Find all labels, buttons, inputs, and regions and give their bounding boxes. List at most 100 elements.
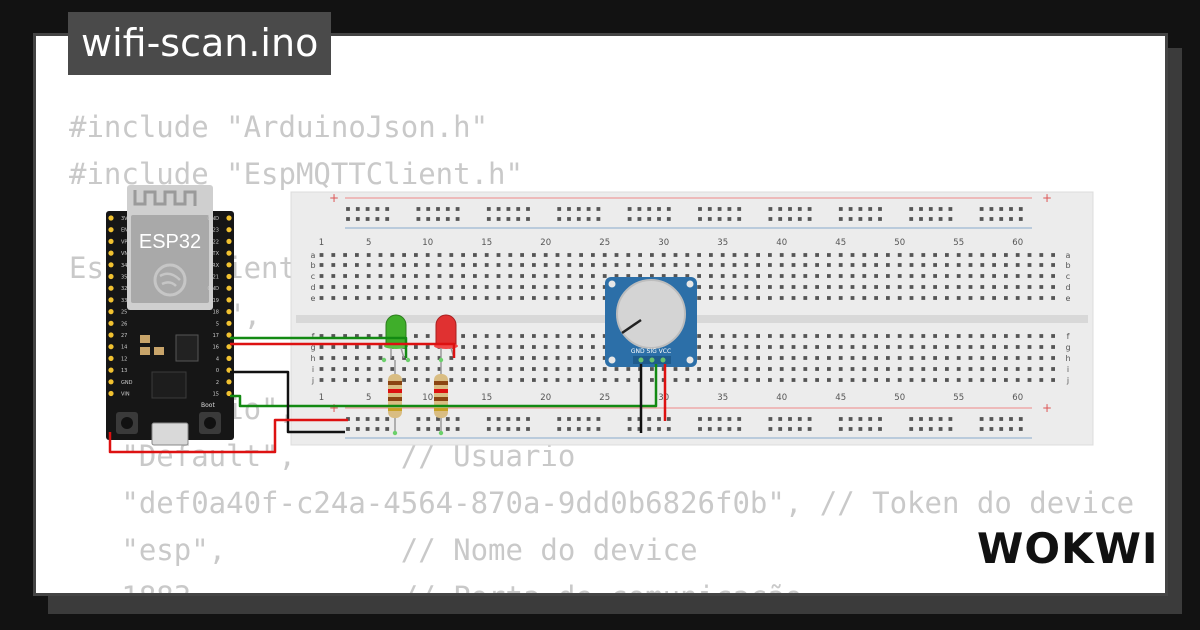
breadboard-hole[interactable] [768,285,772,289]
breadboard-hole[interactable] [933,285,937,289]
breadboard-hole[interactable] [366,285,371,289]
breadboard-hole[interactable] [886,356,890,360]
breadboard-hole[interactable] [720,334,725,338]
breadboard-hole[interactable] [697,378,701,382]
breadboard-hole[interactable] [543,378,548,382]
breadboard-hole[interactable] [614,274,619,278]
breadboard-hole[interactable] [1015,285,1020,289]
breadboard-hole[interactable] [532,345,536,349]
breadboard-hole[interactable] [1027,367,1032,371]
breadboard-hole[interactable] [827,367,831,371]
breadboard-hole[interactable] [791,334,796,338]
esp32-pin[interactable] [108,320,114,326]
breadboard-hole[interactable] [815,285,819,289]
breadboard-hole[interactable] [602,296,607,300]
rail-hole[interactable] [858,217,863,221]
rail-hole[interactable] [365,207,370,211]
breadboard-hole[interactable] [602,367,607,371]
esp32-pin[interactable] [226,273,232,280]
breadboard-hole[interactable] [461,274,465,278]
breadboard-hole[interactable] [1027,378,1032,382]
breadboard-hole[interactable] [331,253,336,257]
breadboard-hole[interactable] [319,274,324,278]
breadboard-hole[interactable] [744,356,749,360]
breadboard-hole[interactable] [461,285,465,289]
breadboard-hole[interactable] [331,367,336,371]
breadboard-hole[interactable] [909,274,914,278]
breadboard-hole[interactable] [567,296,572,300]
rail-hole[interactable] [797,207,802,211]
breadboard-hole[interactable] [685,263,690,267]
rail-hole[interactable] [436,217,440,221]
breadboard-hole[interactable] [673,378,678,382]
breadboard-hole[interactable] [862,253,867,257]
breadboard-hole[interactable] [390,356,395,360]
breadboard-hole[interactable] [874,296,878,300]
breadboard-hole[interactable] [614,263,619,267]
breadboard-hole[interactable] [343,263,347,267]
rail-hole[interactable] [928,217,933,221]
esp32-pin[interactable] [108,344,114,350]
breadboard-hole[interactable] [543,356,548,360]
rail-hole[interactable] [516,427,521,431]
breadboard-hole[interactable] [709,334,713,338]
rail-hole[interactable] [657,427,661,431]
rail-hole[interactable] [557,217,562,221]
breadboard-hole[interactable] [378,253,383,257]
breadboard-hole[interactable] [909,285,914,289]
breadboard-hole[interactable] [685,367,690,371]
rail-hole[interactable] [436,427,440,431]
wire-red-vcc[interactable] [108,418,348,454]
rail-hole[interactable] [838,207,843,211]
esp32-pin[interactable] [108,215,114,221]
breadboard-hole[interactable] [543,274,548,278]
potentiometer[interactable]: GND SIG VCC [605,277,697,367]
esp32-pin[interactable] [108,273,114,280]
breadboard-hole[interactable] [355,274,359,278]
rail-hole[interactable] [778,207,783,211]
breadboard-hole[interactable] [768,263,772,267]
breadboard-hole[interactable] [815,378,819,382]
breadboard-hole[interactable] [886,296,890,300]
breadboard-hole[interactable] [319,263,324,267]
esp32-pin[interactable] [226,355,232,361]
breadboard-hole[interactable] [709,263,713,267]
breadboard-hole[interactable] [803,296,808,300]
rail-hole[interactable] [797,217,802,221]
breadboard-hole[interactable] [956,253,961,257]
breadboard-hole[interactable] [909,345,914,349]
breadboard-hole[interactable] [508,356,513,360]
breadboard-hole[interactable] [343,378,347,382]
breadboard-hole[interactable] [343,296,347,300]
breadboard-hole[interactable] [1004,274,1008,278]
breadboard-hole[interactable] [496,334,501,338]
rail-hole[interactable] [445,207,450,211]
breadboard-hole[interactable] [779,334,784,338]
breadboard-hole[interactable] [496,345,501,349]
breadboard-hole[interactable] [591,253,595,257]
breadboard-hole[interactable] [673,253,678,257]
breadboard-hole[interactable] [555,367,560,371]
rail-hole[interactable] [586,207,591,211]
breadboard-hole[interactable] [520,356,524,360]
breadboard-hole[interactable] [862,345,867,349]
breadboard-hole[interactable] [886,367,890,371]
breadboard-hole[interactable] [779,367,784,371]
breadboard-hole[interactable] [862,378,867,382]
rail-hole[interactable] [506,207,511,211]
esp32-pin[interactable] [108,355,114,361]
breadboard-hole[interactable] [732,378,737,382]
rail-hole[interactable] [586,427,591,431]
breadboard-hole[interactable] [484,334,489,338]
breadboard-hole[interactable] [1015,263,1020,267]
breadboard-hole[interactable] [473,274,477,278]
breadboard-hole[interactable] [791,274,796,278]
breadboard-hole[interactable] [933,367,937,371]
breadboard-hole[interactable] [520,345,524,349]
breadboard-hole[interactable] [1004,334,1008,338]
breadboard-hole[interactable] [1051,285,1055,289]
breadboard-hole[interactable] [968,285,973,289]
breadboard-hole[interactable] [319,334,324,338]
breadboard-hole[interactable] [897,296,902,300]
breadboard-hole[interactable] [956,263,961,267]
